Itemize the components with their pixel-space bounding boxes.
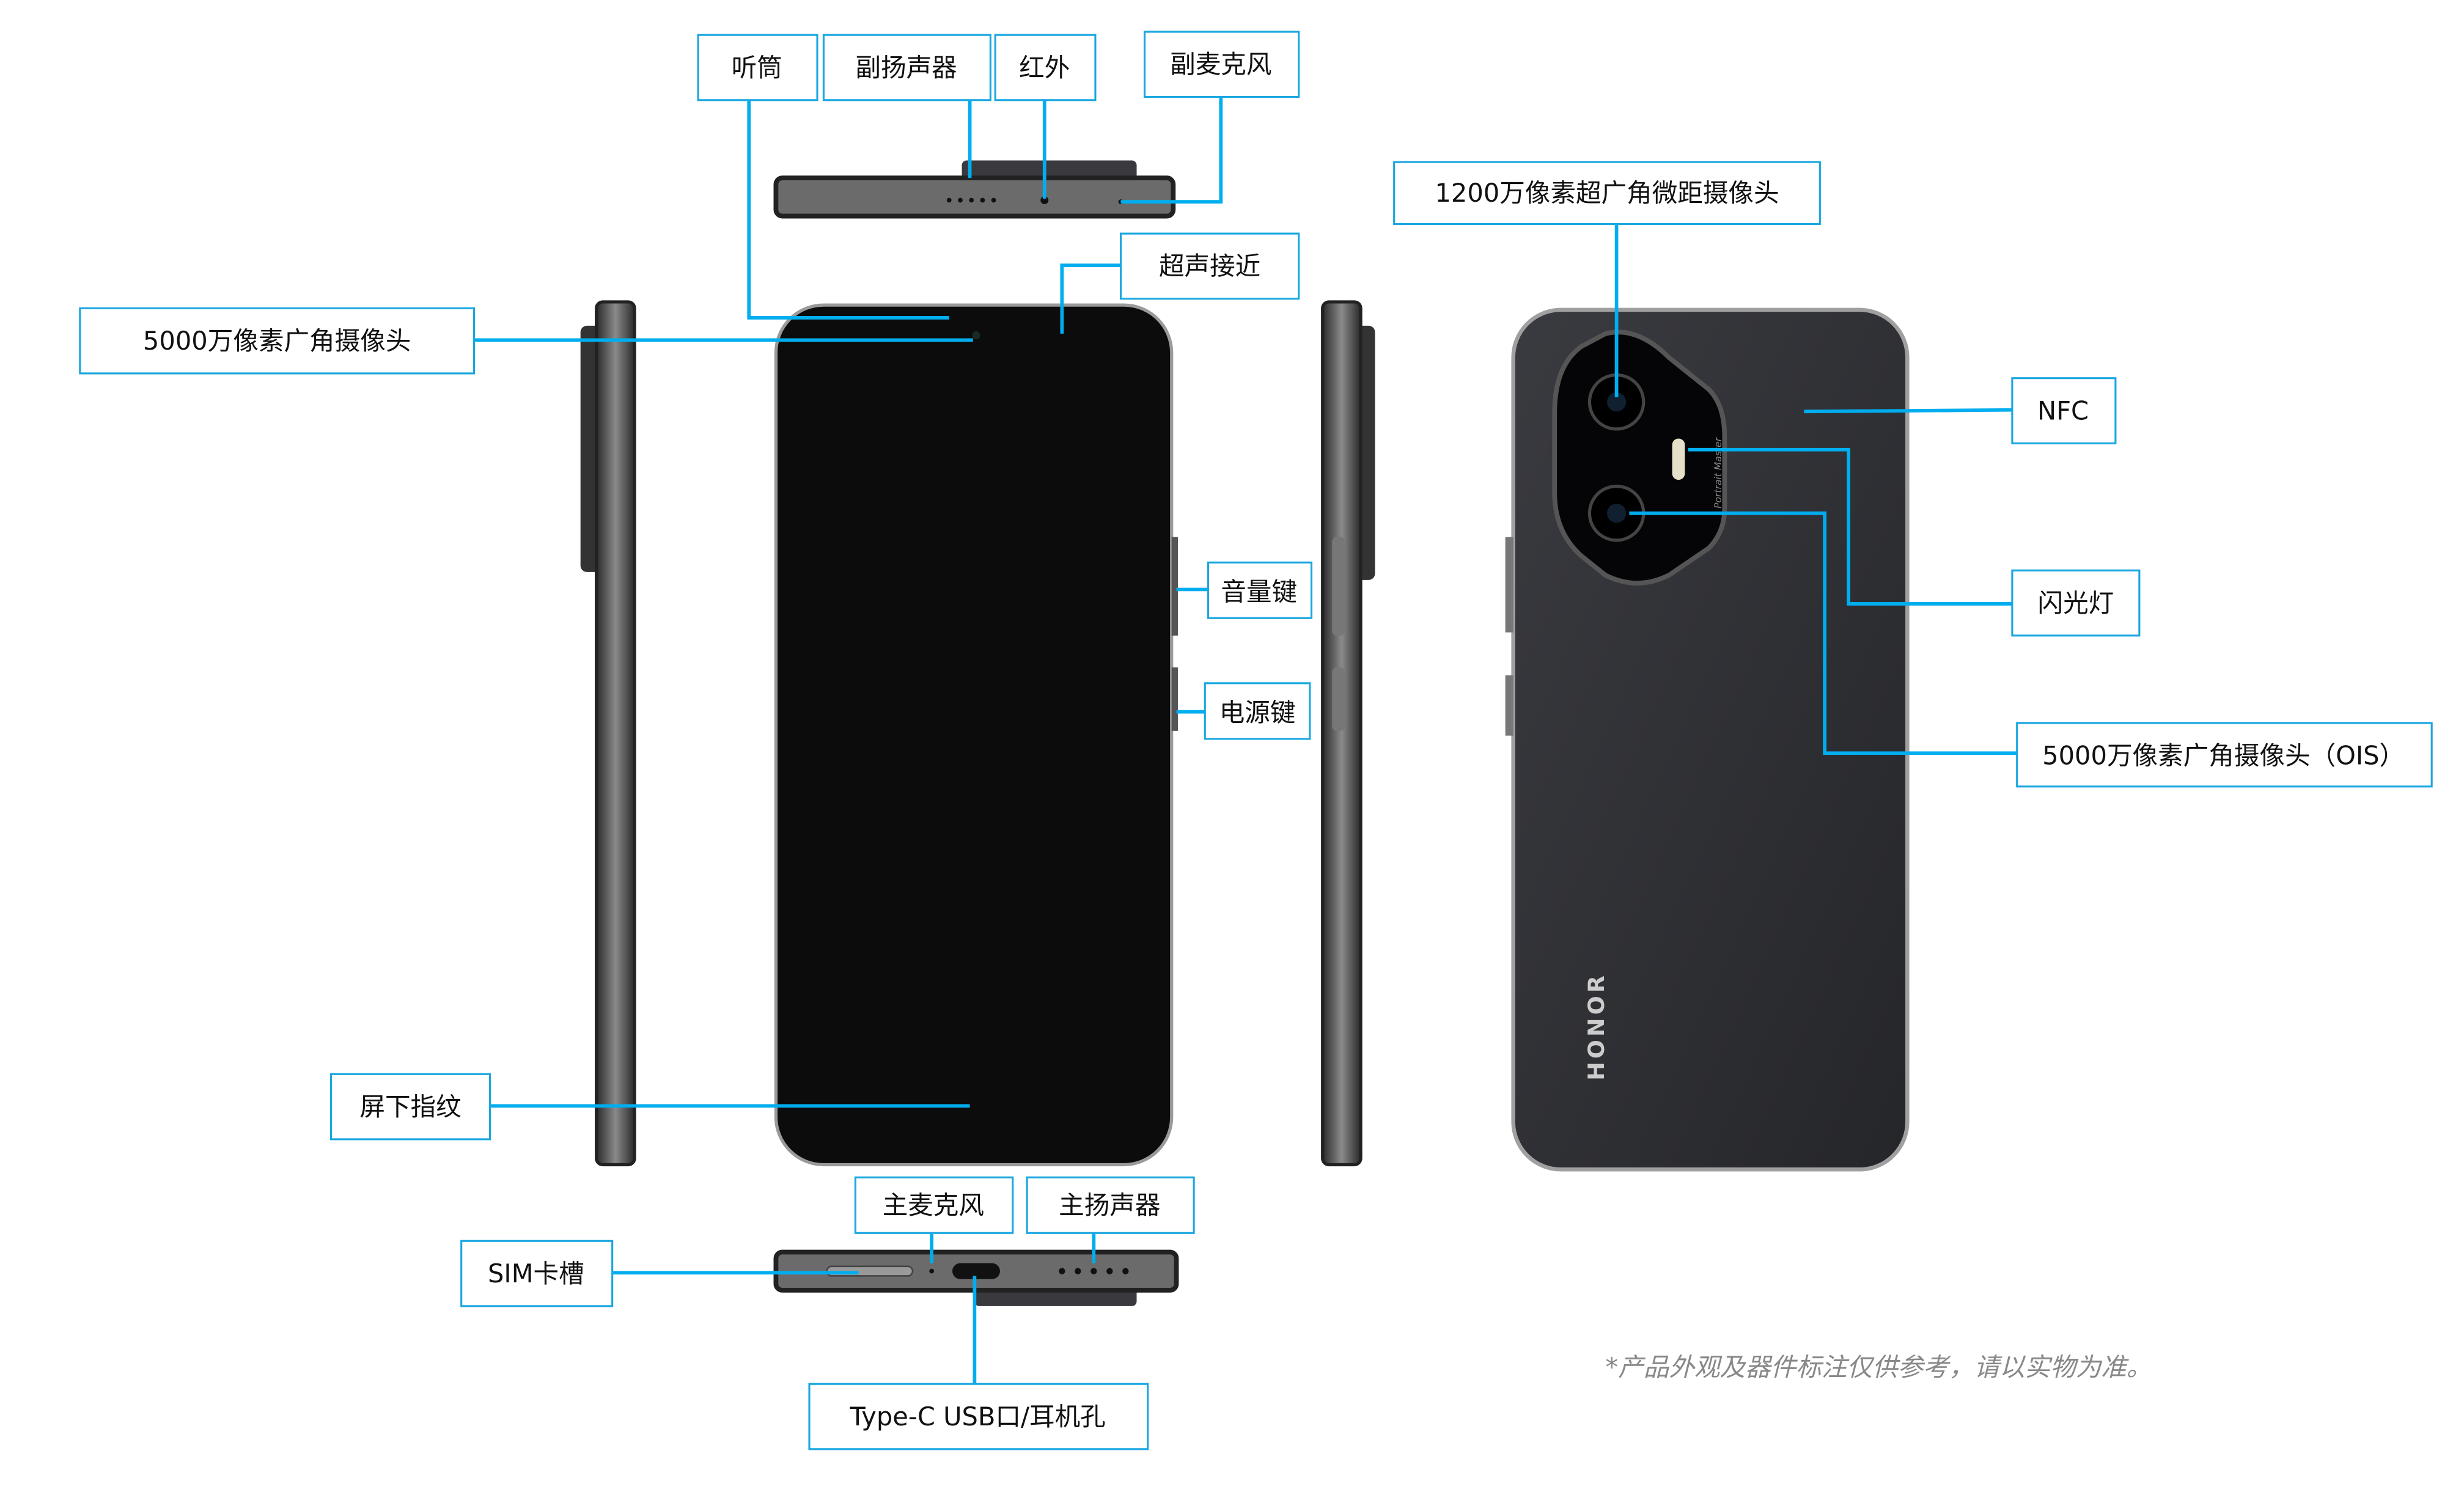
label-ultrawide-macro-camera: 1200万像素超广角微距摄像头 [1393, 161, 1821, 226]
label-sim-slot: SIM卡槽 [460, 1240, 614, 1307]
svg-text:副麦克风: 副麦克风 [1170, 50, 1271, 79]
label-main-mic: 主麦克风 [854, 1176, 1014, 1234]
svg-text:SIM卡槽: SIM卡槽 [488, 1259, 584, 1288]
label-usb-c: Type-C USB口/耳机孔 [808, 1383, 1149, 1450]
phone-back: Portrait Master HONOR [1505, 307, 1910, 1172]
svg-text:超声接近: 超声接近 [1159, 251, 1260, 281]
leader-lines [474, 97, 2017, 1384]
svg-text:1200万像素超广角微距摄像头: 1200万像素超广角微距摄像头 [1435, 178, 1779, 208]
label-infrared: 红外 [994, 34, 1097, 101]
svg-text:NFC: NFC [2037, 395, 2089, 425]
honor-logo: HONOR [1583, 972, 1609, 1081]
svg-text:5000万像素广角摄像头: 5000万像素广角摄像头 [143, 326, 411, 356]
svg-text:主麦克风: 主麦克风 [883, 1190, 984, 1220]
phone-left-side [580, 300, 636, 1167]
camera-ring-text: Portrait Master [1713, 436, 1724, 509]
label-nfc: NFC [2011, 377, 2117, 444]
svg-text:5000万像素广角摄像头（OIS）: 5000万像素广角摄像头（OIS） [2042, 740, 2405, 770]
label-front-camera: 5000万像素广角摄像头 [79, 307, 476, 375]
label-power-key: 电源键 [1204, 682, 1311, 740]
label-main-camera-ois: 5000万像素广角摄像头（OIS） [2016, 722, 2433, 788]
phone-front [774, 303, 1179, 1167]
label-flash: 闪光灯 [2011, 569, 2141, 637]
phone-right-side [1321, 300, 1375, 1167]
svg-text:副扬声器: 副扬声器 [855, 53, 957, 83]
label-secondary-speaker: 副扬声器 [822, 34, 991, 101]
svg-text:屏下指纹: 屏下指纹 [359, 1092, 461, 1122]
label-earpiece: 听筒 [697, 34, 818, 101]
label-ultrasonic-proximity: 超声接近 [1119, 232, 1300, 300]
label-fingerprint: 屏下指纹 [329, 1073, 491, 1141]
svg-text:听筒: 听筒 [732, 53, 782, 83]
svg-text:Type-C USB口/耳机孔: Type-C USB口/耳机孔 [849, 1402, 1105, 1431]
label-secondary-mic: 副麦克风 [1143, 31, 1300, 98]
svg-text:电源键: 电源键 [1219, 697, 1296, 727]
svg-text:红外: 红外 [1019, 53, 1070, 83]
label-volume-key: 音量键 [1207, 561, 1313, 619]
flash-led [1672, 438, 1685, 480]
disclaimer: *产品外观及器件标注仅供参考，请以实物为准。 [1605, 1352, 2152, 1382]
svg-text:闪光灯: 闪光灯 [2038, 588, 2114, 618]
phone-top-view [773, 160, 1176, 219]
svg-text:主扬声器: 主扬声器 [1059, 1190, 1160, 1220]
svg-text:音量键: 音量键 [1221, 577, 1297, 607]
label-main-speaker: 主扬声器 [1026, 1176, 1195, 1234]
